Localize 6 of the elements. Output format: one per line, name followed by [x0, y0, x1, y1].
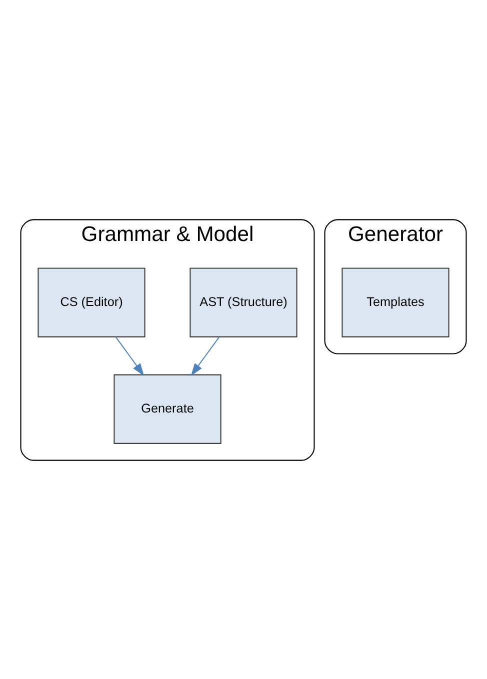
- node-box: Templates: [342, 267, 450, 337]
- arrow: [115, 336, 144, 376]
- node-box: AST (Structure): [190, 267, 298, 337]
- arrow: [190, 336, 220, 376]
- node-box: Generate: [114, 374, 222, 444]
- node-box: CS (Editor): [38, 267, 146, 337]
